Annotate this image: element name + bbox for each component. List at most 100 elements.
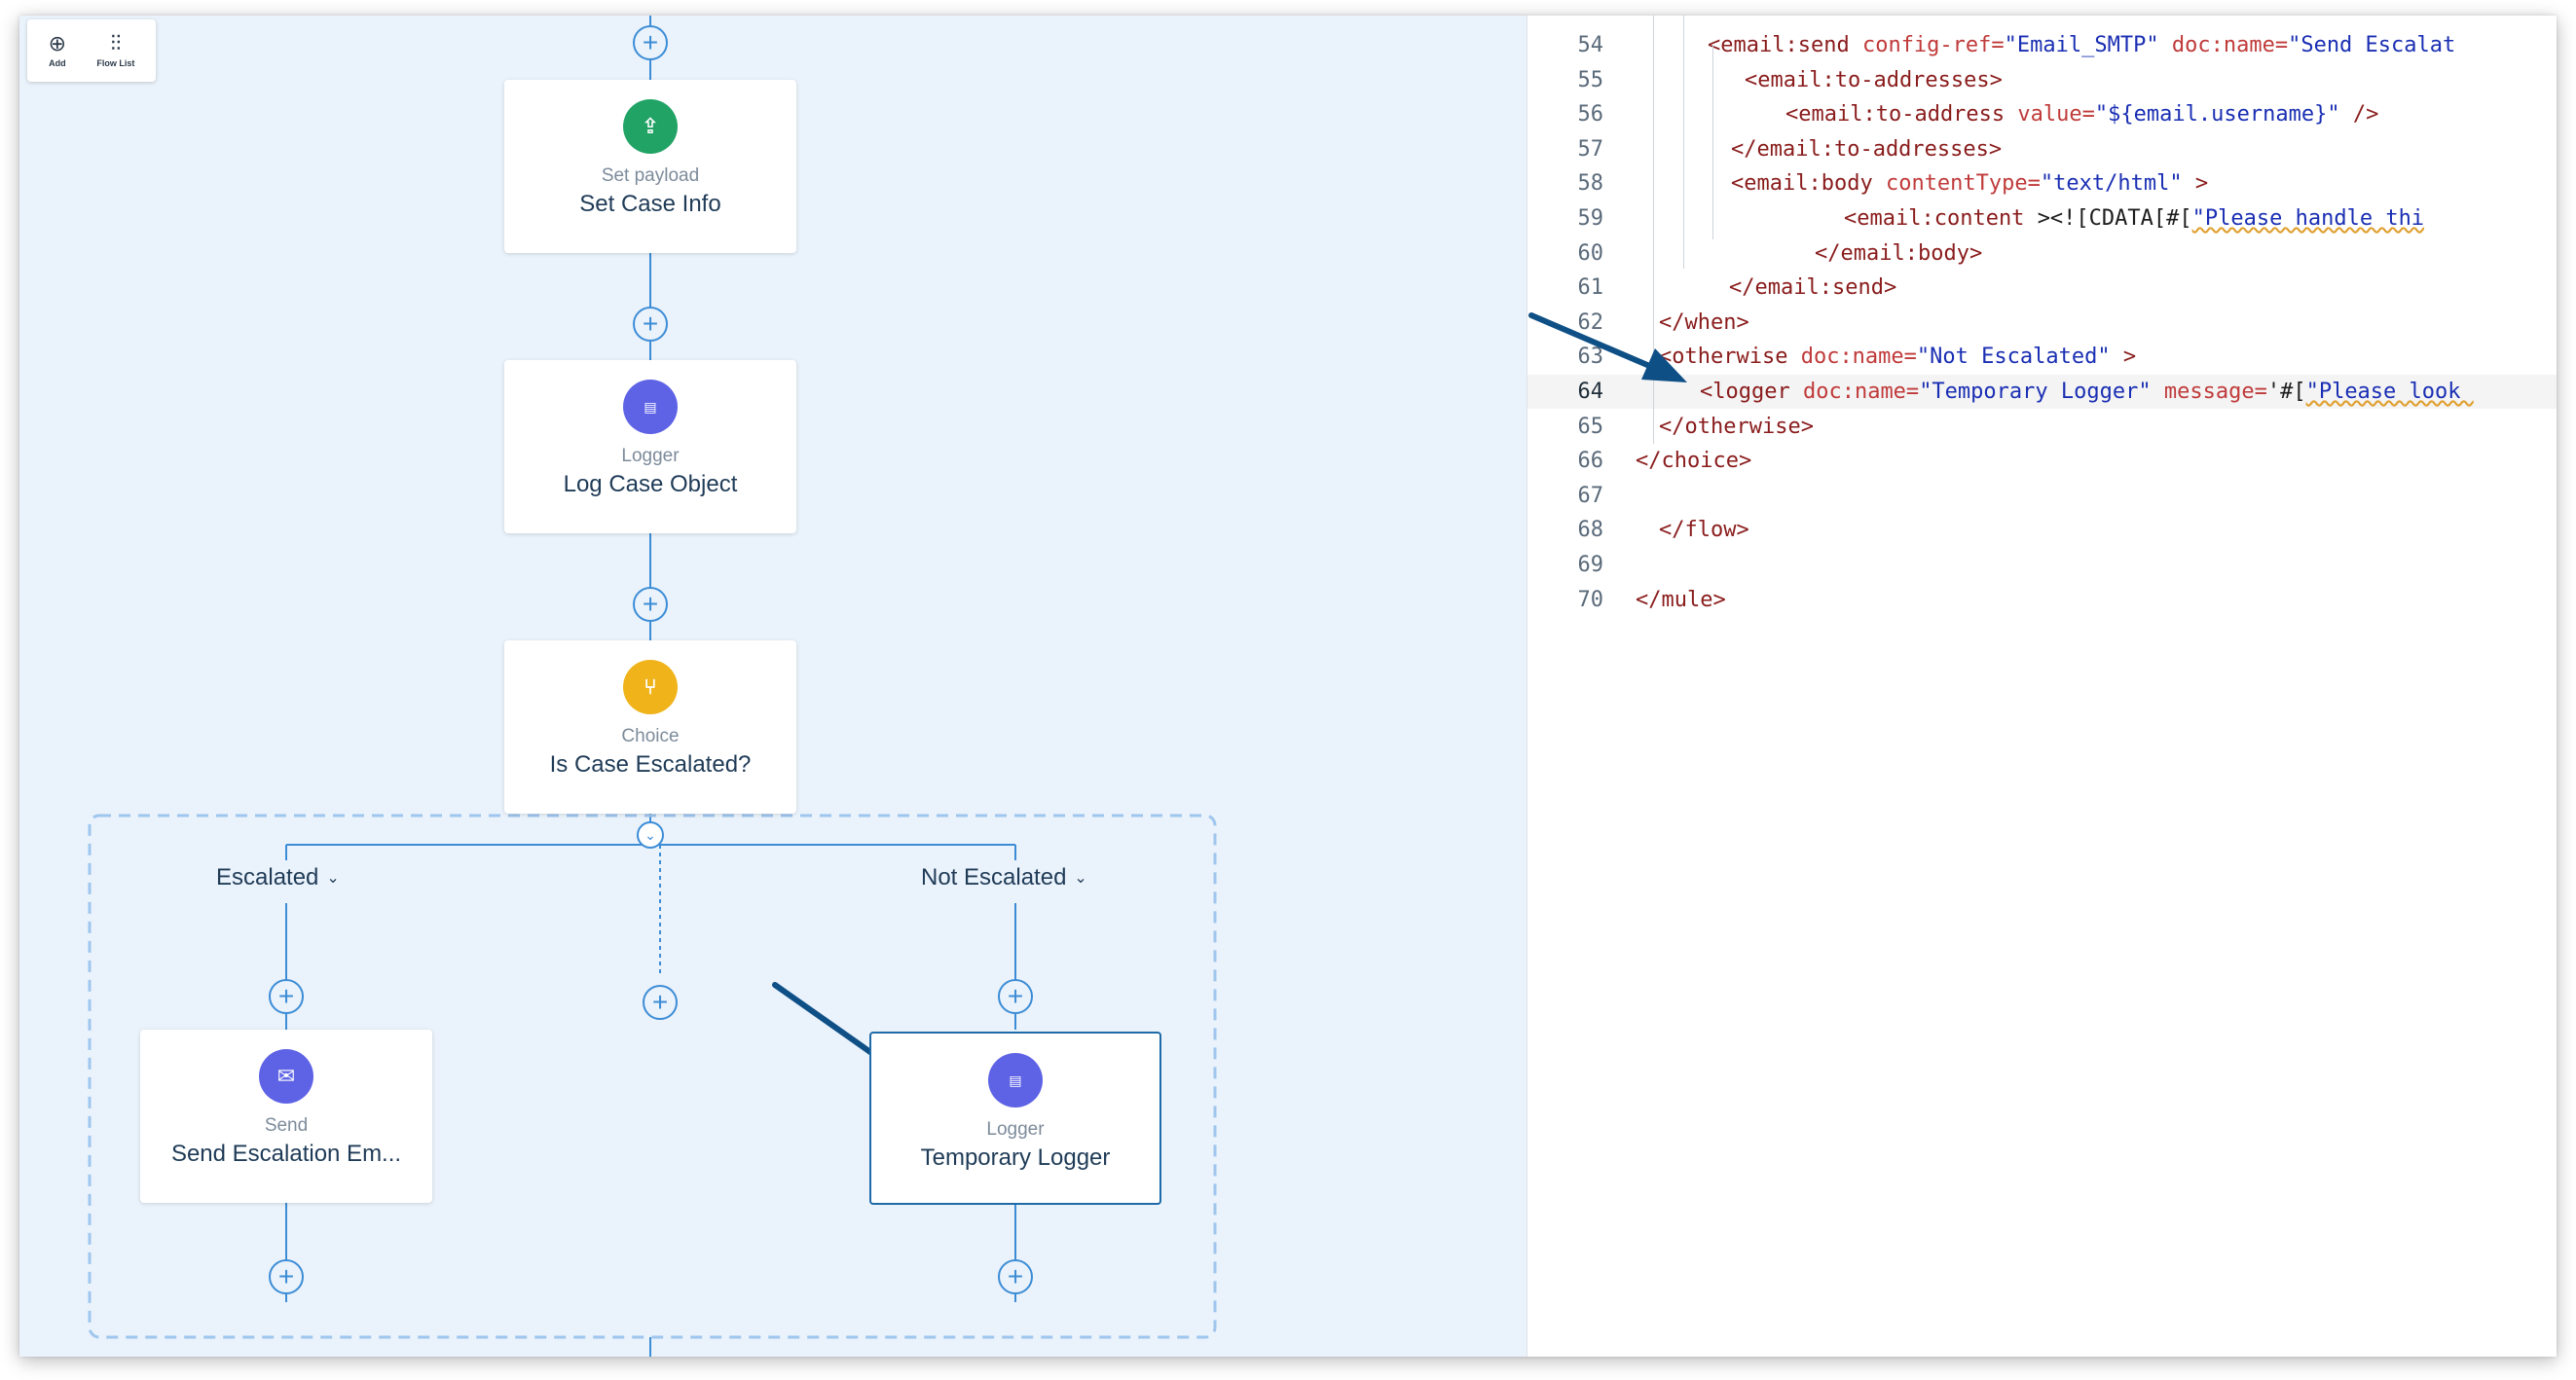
add-step-button[interactable]: +: [998, 1259, 1033, 1294]
line-number: 61: [1577, 275, 1604, 301]
code-text: <email:to-addresses>: [1745, 63, 2003, 97]
code-token: >: [2194, 171, 2209, 197]
add-step-button[interactable]: +: [269, 1259, 304, 1294]
indent-guide: [1653, 16, 1654, 444]
code-text: </email:to-addresses>: [1731, 132, 2002, 166]
code-line[interactable]: 64 <logger doc:name="Temporary Logger" me…: [1527, 375, 2557, 409]
code-token: <email:body: [1731, 171, 1886, 197]
code-line[interactable]: 54 <email:send config-ref="Email_SMTP" do…: [1527, 28, 2557, 62]
step-set-case-info[interactable]: ⇪ Set payload Set Case Info: [504, 80, 796, 253]
line-number: 68: [1577, 518, 1604, 543]
code-text: </otherwise>: [1659, 410, 1814, 444]
code-token: >: [2122, 345, 2137, 370]
code-line[interactable]: 59 <email:content ><![CDATA[#["Please han…: [1527, 201, 2557, 236]
code-token: <email:to-addresses>: [1745, 67, 2003, 92]
code-line[interactable]: 67: [1527, 479, 2557, 513]
code-token: <email:content: [1844, 206, 2038, 231]
collapse-choice-button[interactable]: ⌄: [637, 821, 664, 849]
step-is-case-escalated[interactable]: ⑂ Choice Is Case Escalated?: [504, 640, 796, 814]
code-text: <email:send config-ref="Email_SMTP" doc:…: [1708, 28, 2455, 62]
code-text: </choice>: [1636, 444, 1751, 478]
line-number: 55: [1577, 67, 1604, 92]
code-token: </email:send>: [1729, 275, 1897, 301]
line-number: 62: [1577, 309, 1604, 335]
line-number: 59: [1577, 206, 1604, 231]
choice-icon: ⑂: [623, 660, 678, 714]
code-token: </otherwise>: [1659, 414, 1814, 439]
code-token: "Send Escalat: [2288, 33, 2456, 57]
code-token: ><![CDATA[#[: [2037, 206, 2192, 231]
code-token: />: [2352, 102, 2379, 127]
code-text: </when>: [1659, 306, 1749, 340]
code-text: <otherwise doc:name="Not Escalated" >: [1659, 340, 2136, 374]
code-token: [2340, 102, 2353, 127]
flow-canvas[interactable]: ⊕ Add ⫶⫶ Flow List + + + + + + + + ⌄ ⇪ S…: [19, 16, 1527, 1357]
line-number: 66: [1577, 449, 1604, 474]
code-token: <logger: [1700, 380, 1803, 404]
code-token: "Email_SMTP": [2004, 33, 2159, 57]
add-step-button[interactable]: +: [633, 587, 668, 622]
add-step-button[interactable]: +: [998, 979, 1033, 1014]
code-token: "Please handle thi: [2191, 206, 2425, 231]
code-token: "text/html": [2040, 171, 2183, 197]
code-token: message=: [2163, 380, 2267, 404]
annotation-arrow-code: [1528, 312, 1687, 382]
line-number: 64: [1577, 380, 1604, 404]
code-line[interactable]: 55 <email:to-addresses>: [1527, 63, 2557, 97]
line-number: 60: [1577, 240, 1604, 266]
code-line[interactable]: 66 </choice>: [1527, 444, 2557, 478]
step-temporary-logger[interactable]: ▤ Logger Temporary Logger: [869, 1032, 1161, 1205]
code-line[interactable]: 56 <email:to-address value="${email.usern…: [1527, 97, 2557, 131]
add-tool[interactable]: ⊕ Add: [48, 31, 67, 69]
step-log-case-object[interactable]: ▤ Logger Log Case Object: [504, 360, 796, 533]
line-number: 63: [1577, 345, 1604, 370]
step-send-escalation-email[interactable]: ✉ Send Send Escalation Em...: [140, 1030, 432, 1203]
app-window: ⊕ Add ⫶⫶ Flow List + + + + + + + + ⌄ ⇪ S…: [19, 16, 2557, 1357]
branch-not-escalated-label[interactable]: Not Escalated ⌄: [921, 864, 1087, 890]
code-token: "Please look: [2305, 380, 2474, 404]
code-token: <email:to-address: [1785, 102, 2018, 127]
code-line[interactable]: 68 </flow>: [1527, 513, 2557, 547]
line-number: 54: [1577, 33, 1604, 57]
code-line[interactable]: 63 <otherwise doc:name="Not Escalated" >: [1527, 340, 2557, 374]
line-number: 70: [1577, 587, 1604, 612]
code-text: </email:body>: [1815, 236, 1982, 271]
line-number: 58: [1577, 171, 1604, 197]
code-token: value=: [2017, 102, 2095, 127]
code-text: </mule>: [1636, 583, 1726, 617]
code-token: </mule>: [1636, 587, 1726, 612]
code-line[interactable]: 69: [1527, 548, 2557, 582]
chevron-down-icon: ⌄: [326, 870, 340, 887]
line-number: 56: [1577, 102, 1604, 127]
add-step-button[interactable]: +: [269, 979, 304, 1014]
code-token: </when>: [1659, 309, 1749, 335]
code-token: </choice>: [1636, 449, 1752, 474]
code-text: <email:content ><![CDATA[#["Please handl…: [1844, 201, 2424, 236]
upload-icon: ⇪: [623, 99, 678, 154]
code-line[interactable]: 65</otherwise>: [1527, 410, 2557, 444]
add-step-button[interactable]: +: [633, 25, 668, 60]
add-step-button[interactable]: +: [633, 307, 668, 342]
code-token: </flow>: [1659, 518, 1749, 543]
sliders-icon: ⫶⫶: [110, 31, 122, 55]
code-line[interactable]: 57 </email:to-addresses>: [1527, 132, 2557, 166]
line-number: 57: [1577, 136, 1604, 162]
code-token: <email:send: [1708, 33, 1862, 57]
xml-code-editor[interactable]: 54 <email:send config-ref="Email_SMTP" do…: [1527, 16, 2557, 1357]
code-line[interactable]: 70 </mule>: [1527, 583, 2557, 617]
code-text: <logger doc:name="Temporary Logger" mess…: [1700, 375, 2474, 409]
code-line[interactable]: 62 </when>: [1527, 306, 2557, 340]
code-token: "${email.username}": [2094, 102, 2340, 127]
code-text: </email:send>: [1729, 271, 1896, 305]
flow-list-tool[interactable]: ⫶⫶ Flow List: [96, 31, 135, 69]
code-line[interactable]: 58<email:body contentType="text/html" >: [1527, 166, 2557, 200]
code-text: </flow>: [1659, 513, 1749, 547]
chevron-down-icon: ⌄: [1074, 870, 1087, 887]
code-token: </email:body>: [1815, 240, 1983, 266]
branch-escalated-label[interactable]: Escalated ⌄: [216, 864, 340, 890]
logger-icon: ▤: [623, 380, 678, 434]
indent-guide: [1683, 16, 1684, 269]
add-branch-button[interactable]: +: [643, 985, 678, 1020]
code-line[interactable]: 60 </email:body>: [1527, 236, 2557, 271]
code-line[interactable]: 61 </email:send>: [1527, 271, 2557, 305]
